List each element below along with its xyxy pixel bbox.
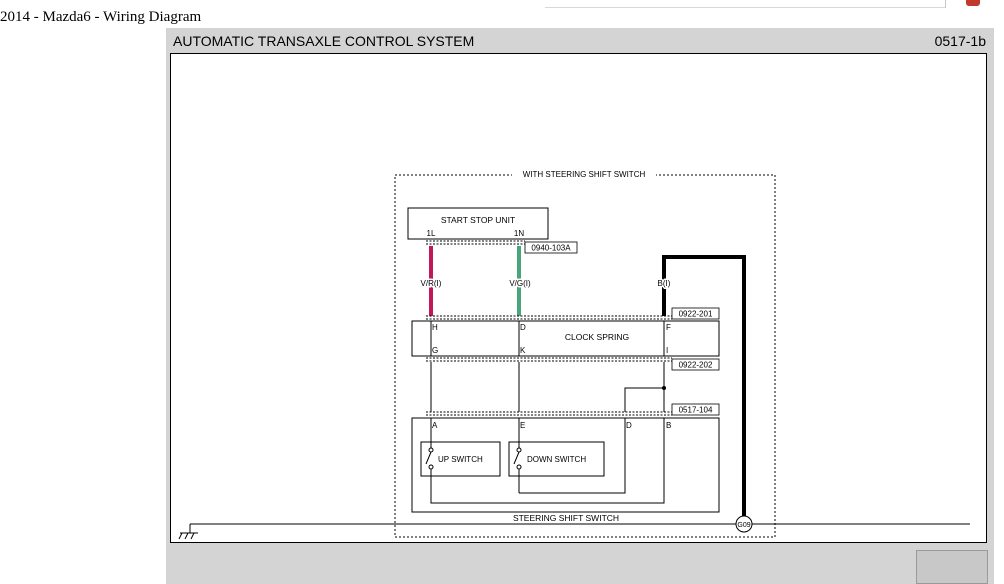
connector-0517-104-tag (671, 403, 720, 416)
switch-pin-e: E (520, 421, 525, 430)
window-titlebar (0, 0, 1004, 28)
pin-1n-label: 1N (514, 229, 524, 238)
start-stop-unit-box (407, 207, 549, 240)
diagram-code: 0517-1b (934, 33, 986, 49)
switch-pin-b: B (666, 421, 671, 430)
clock-spring-label: CLOCK SPRING (565, 332, 629, 342)
up-switch-box (420, 441, 501, 477)
window-title: 2014 - Mazda6 - Wiring Diagram (0, 9, 202, 25)
wire-vr-label: V/R(I) (421, 279, 442, 288)
connector-0517-104-label: 0517-104 (679, 406, 713, 415)
connector-0922-201-label: 0922-201 (679, 310, 713, 319)
clock-spring-pin-h: H (432, 323, 438, 332)
switch-pin-a: A (432, 421, 438, 430)
down-switch-box (508, 441, 605, 477)
close-icon[interactable] (966, 0, 980, 6)
splice-dot (662, 386, 666, 390)
wire-vg-label: V/G(I) (509, 279, 531, 288)
wire-b (662, 255, 746, 516)
clock-spring-pin-i: I (666, 346, 668, 355)
connector-0940-103a-label: 0940-103A (531, 244, 571, 253)
clock-spring-pin-d: D (520, 323, 526, 332)
connector-0922-201-tag (671, 307, 720, 320)
ground-point (735, 515, 753, 533)
clock-spring-pin-f: F (666, 323, 671, 332)
titlebar-divider (545, 7, 945, 8)
steering-shift-switch-label: STEERING SHIFT SWITCH (513, 513, 619, 523)
pin-1l-label: 1L (427, 229, 436, 238)
wire-b-label: B(I) (658, 279, 671, 288)
ground-point-label: G09 (737, 522, 750, 529)
titlebar-divider-cap (945, 0, 946, 8)
connector-0922-202-tag (671, 358, 720, 371)
clock-spring-pin-g: G (432, 346, 438, 355)
diagram-title: AUTOMATIC TRANSAXLE CONTROL SYSTEM (173, 33, 475, 49)
start-stop-unit-label: START STOP UNIT (441, 215, 515, 225)
clock-spring-pin-k: K (520, 346, 526, 355)
up-switch-label: UP SWITCH (438, 455, 483, 464)
down-switch-label: DOWN SWITCH (527, 455, 586, 464)
switch-pin-d: D (626, 421, 632, 430)
clock-spring-box (411, 320, 720, 357)
viewer-corner-button[interactable] (916, 550, 988, 584)
group-label: WITH STEERING SHIFT SWITCH (523, 170, 646, 179)
connector-0940-103a-tag (524, 241, 578, 254)
connector-0922-202-label: 0922-202 (679, 361, 713, 370)
